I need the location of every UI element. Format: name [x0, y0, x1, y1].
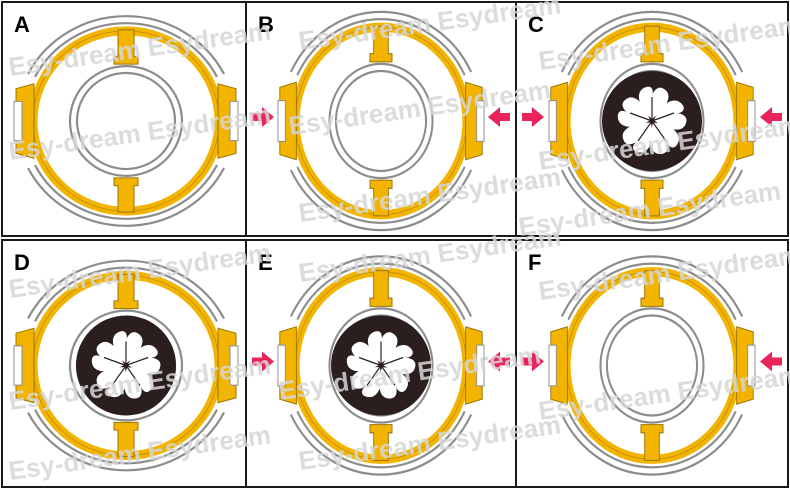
- panel-label: C: [528, 12, 544, 37]
- panel-f: F: [515, 239, 789, 488]
- panel-label: A: [14, 12, 30, 37]
- panel-c: C: [515, 1, 789, 237]
- panel-label: E: [258, 250, 273, 275]
- panel-label: F: [528, 250, 541, 275]
- panel-label: B: [258, 12, 274, 37]
- panel-label: D: [14, 250, 30, 275]
- panel-d: D: [1, 239, 247, 488]
- panel-b: B: [245, 1, 517, 237]
- panel-a: A: [1, 1, 247, 237]
- panel-e: E: [245, 239, 517, 488]
